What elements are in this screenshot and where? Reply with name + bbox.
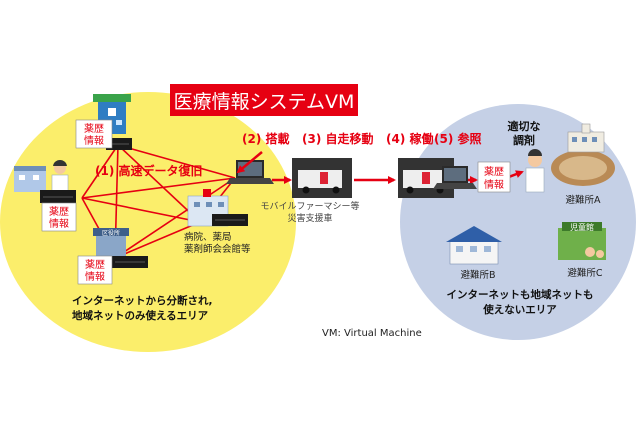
record-card-top: 薬歴 情報 bbox=[75, 119, 113, 149]
record-card-left: 薬歴 情報 bbox=[41, 202, 77, 232]
dispensing-label-line1: 適切な bbox=[508, 119, 541, 133]
step-4-label: (4) 稼働 bbox=[386, 131, 434, 146]
left-area-caption-line1: インターネットから分断され, bbox=[72, 294, 213, 307]
shelter-a-label: 避難所A bbox=[566, 194, 602, 206]
svg-text:情報: 情報 bbox=[84, 134, 104, 147]
svg-text:情報: 情報 bbox=[484, 178, 504, 191]
shelter-b-icon bbox=[446, 226, 502, 265]
svg-text:情報: 情報 bbox=[85, 270, 105, 283]
step-5-label: (5) 参照 bbox=[434, 131, 482, 146]
title-banner-text: 医療情報システムVM bbox=[174, 91, 355, 113]
svg-text:薬歴: 薬歴 bbox=[49, 206, 69, 218]
doctor-icon bbox=[51, 159, 69, 196]
shelter-c-icon: 児童館 bbox=[558, 222, 606, 260]
shelter-b-label: 避難所B bbox=[460, 269, 495, 281]
childrens-hall-sign: 児童館 bbox=[570, 222, 594, 232]
step-3-label: (3) 自走移動 bbox=[302, 131, 374, 146]
laptop-icon bbox=[433, 166, 477, 189]
shelter-a-icon bbox=[551, 123, 615, 186]
svg-text:薬歴: 薬歴 bbox=[85, 259, 105, 271]
server-icon bbox=[112, 256, 148, 268]
vehicle-photo bbox=[292, 158, 352, 198]
dispensing-label-line2: 調剤 bbox=[513, 133, 535, 147]
right-area-caption-line1: インターネットも地域ネットも bbox=[447, 288, 594, 301]
server-icon bbox=[212, 214, 248, 226]
svg-text:薬歴: 薬歴 bbox=[84, 123, 104, 135]
step-1-label: (1) 高速データ復旧 bbox=[95, 163, 203, 178]
svg-text:薬歴: 薬歴 bbox=[484, 166, 504, 178]
svg-text:情報: 情報 bbox=[49, 217, 69, 230]
record-card-right: 薬歴 情報 bbox=[477, 161, 511, 193]
svg-text:区役所: 区役所 bbox=[102, 229, 120, 237]
hospital-label-line1: 病院、薬局 bbox=[184, 231, 232, 243]
left-area-circle bbox=[0, 92, 296, 352]
ward-office-icon: 区役所 bbox=[93, 228, 129, 258]
step-2-label: (2) 搭載 bbox=[242, 131, 290, 146]
pharmacist-icon bbox=[525, 149, 545, 193]
left-area-caption-line2: 地域ネットのみ使えるエリア bbox=[72, 309, 209, 322]
title-banner bbox=[170, 84, 358, 116]
server-icon bbox=[106, 138, 132, 150]
record-card-bottom: 薬歴 情報 bbox=[77, 255, 113, 285]
vm-note: VM: Virtual Machine bbox=[322, 328, 422, 339]
clinic-building-icon bbox=[14, 166, 46, 192]
hospital-label-line2: 薬剤師会会館等 bbox=[184, 243, 251, 255]
right-area-caption-line2: 使えないエリア bbox=[482, 303, 557, 316]
shelter-c-label: 避難所C bbox=[567, 267, 603, 279]
server-icon bbox=[40, 190, 76, 203]
vehicle-label-line1: モバイルファーマシー等 bbox=[260, 200, 359, 212]
vehicle-label-line2: 災害支援車 bbox=[287, 212, 332, 224]
